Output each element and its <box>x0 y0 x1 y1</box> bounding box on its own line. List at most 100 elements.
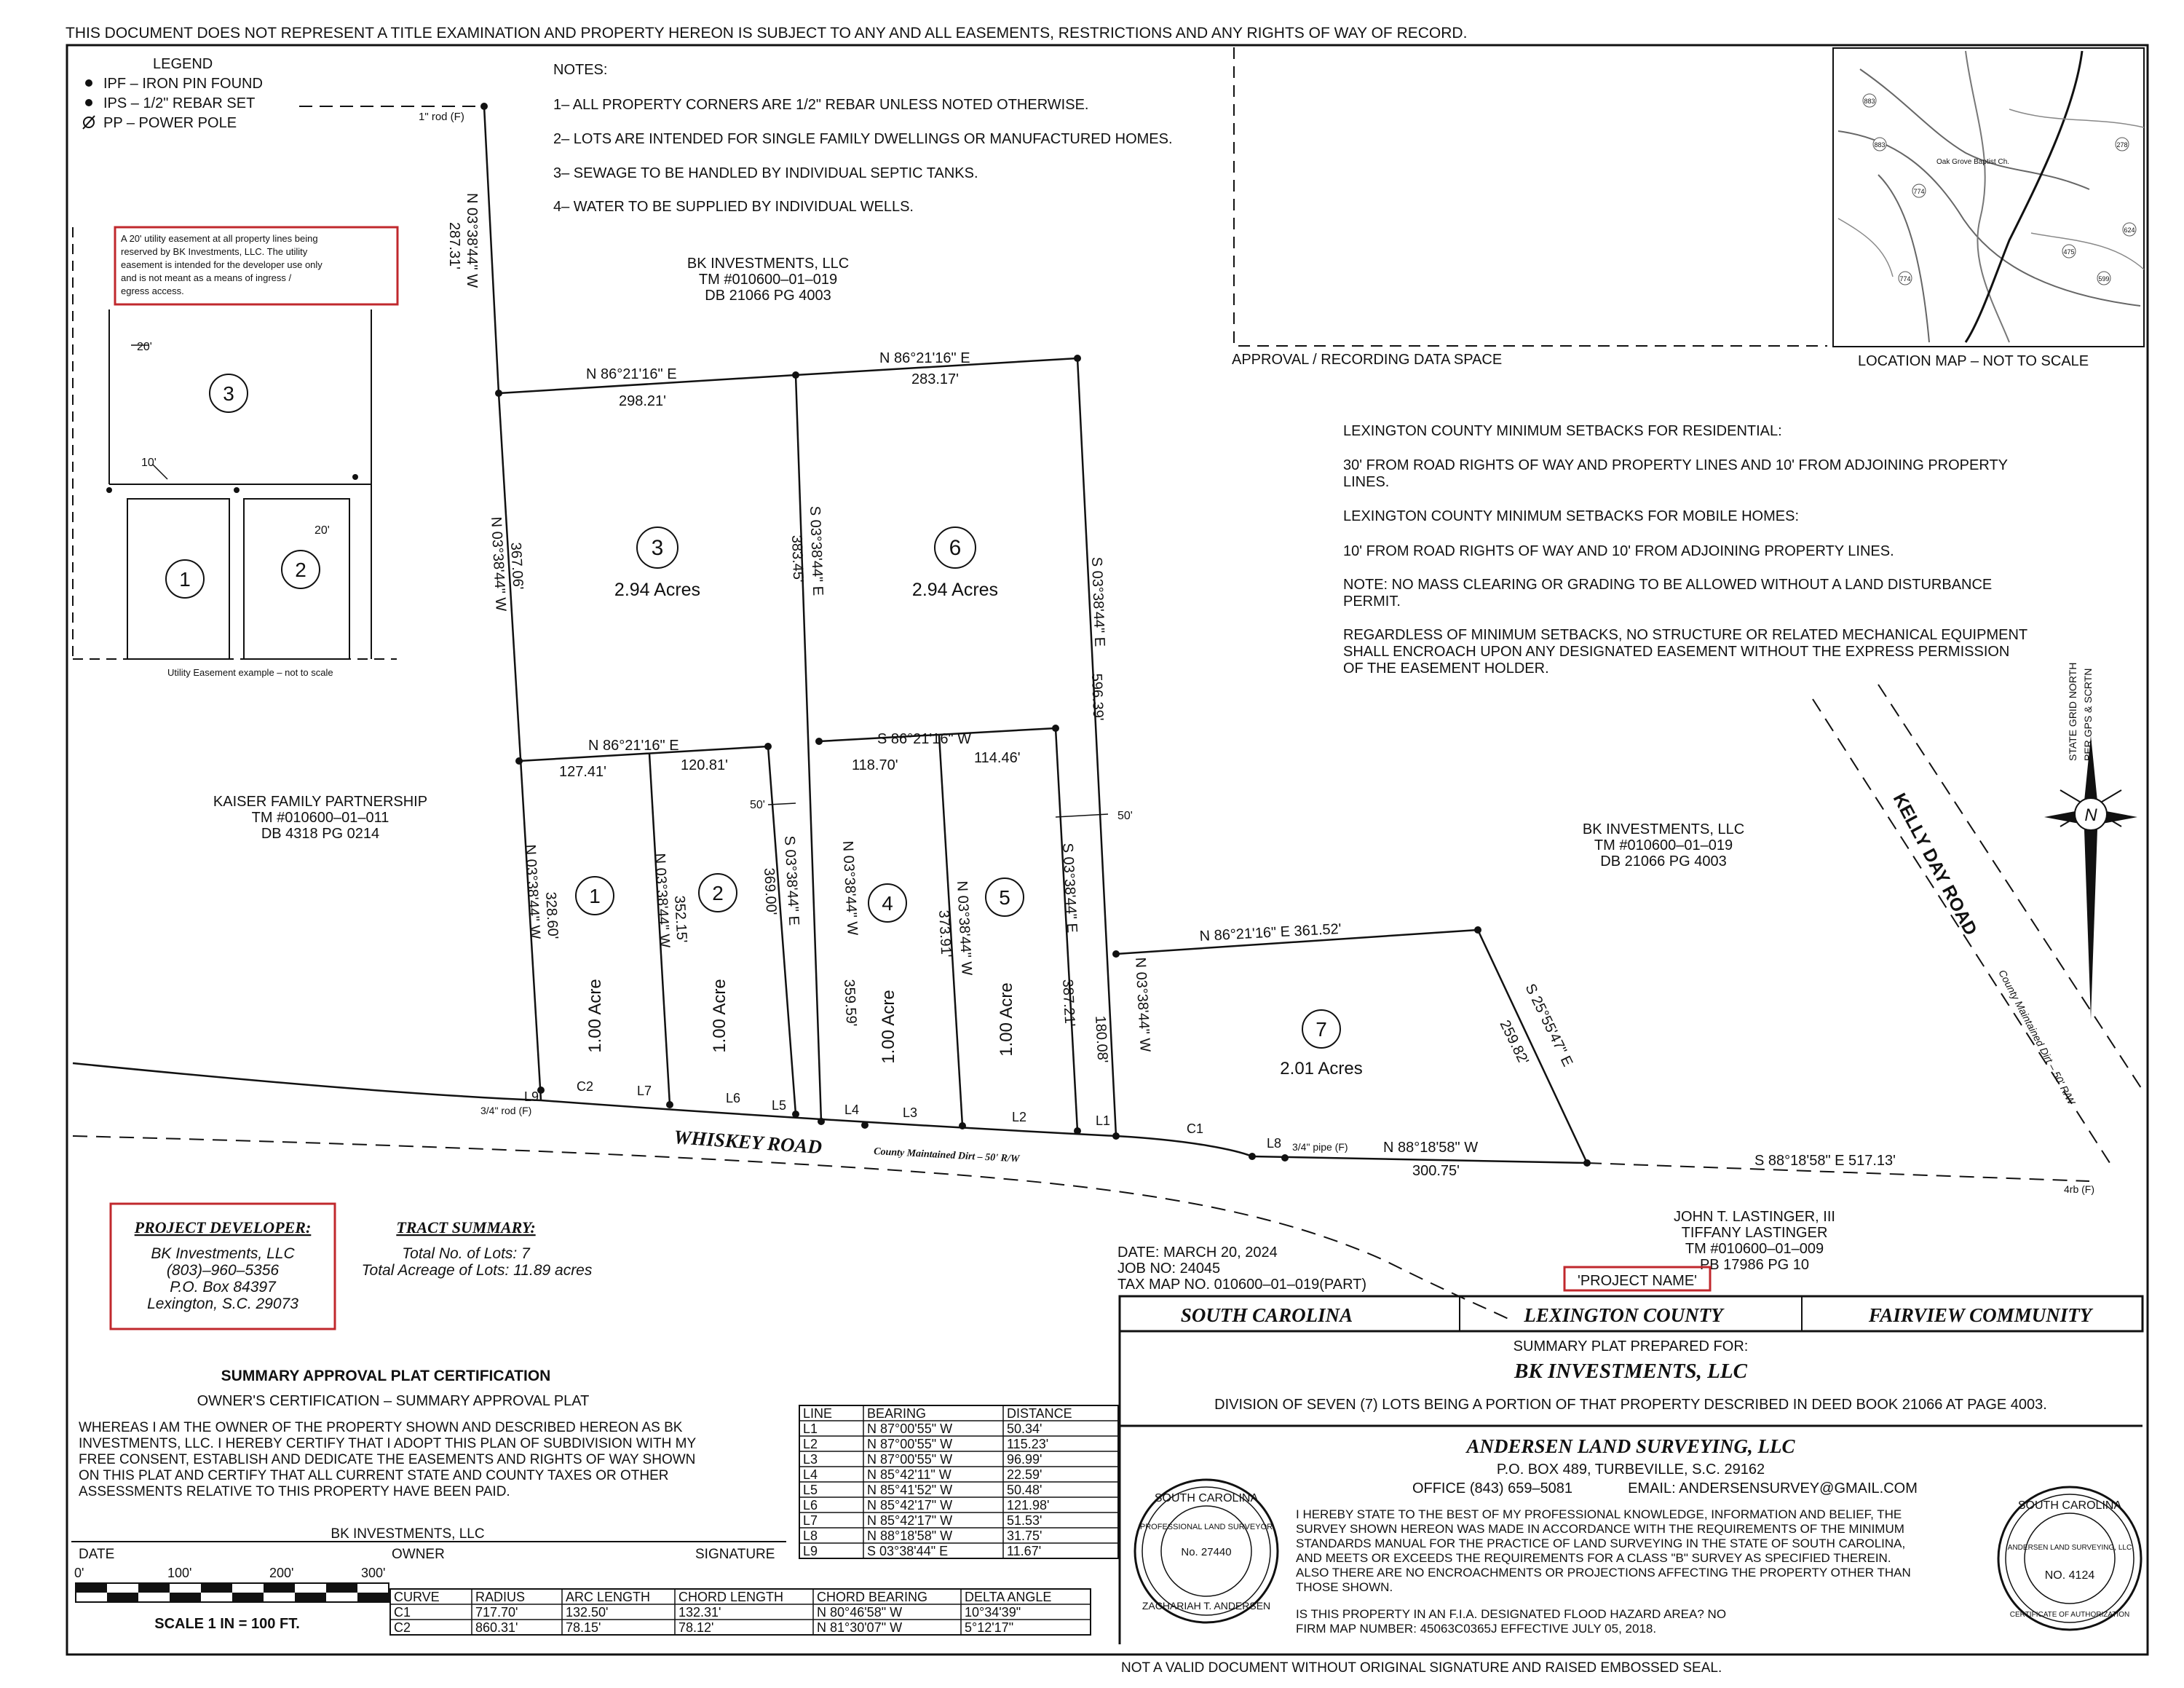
parcel-boundaries <box>299 106 2090 1182</box>
approval-space-label: APPROVAL / RECORDING DATA SPACE <box>1232 352 1502 368</box>
line-table-cell: 50.48' <box>1007 1483 1042 1497</box>
svg-text:PERMIT.: PERMIT. <box>1343 593 1401 610</box>
route-marker: 774 <box>1899 275 1910 283</box>
scale-caption: SCALE 1 IN = 100 FT. <box>154 1616 300 1632</box>
job-info: DATE: MARCH 20, 2024 JOB NO: 24045 TAX M… <box>1117 1245 1366 1293</box>
seal-left-no: No. 27440 <box>1181 1546 1231 1558</box>
parcel-bk-north: BK INVESTMENTS, LLC TM #010600–01–019 DB… <box>687 256 849 304</box>
lot-area: 1.00 Acre <box>879 990 898 1063</box>
curve-table-cell: 132.31' <box>678 1605 721 1620</box>
svg-text:TM #010600–01–009: TM #010600–01–009 <box>1685 1241 1824 1257</box>
line-table-cell: L9 <box>803 1544 818 1558</box>
division-description: DIVISION OF SEVEN (7) LOTS BEING A PORTI… <box>1214 1397 2047 1413</box>
svg-text:S 03°38'44" E: S 03°38'44" E <box>807 505 826 596</box>
svg-text:JOHN T. LASTINGER, III: JOHN T. LASTINGER, III <box>1674 1209 1835 1225</box>
ips-symbol-icon <box>85 99 92 106</box>
location-map: 883 883 774 278 624 475 599 774 Oak Grov… <box>1832 47 2145 347</box>
svg-text:reserved by BK Investments, LL: reserved by BK Investments, LLC. The uti… <box>121 246 308 257</box>
svg-text:N 86°21'16" E: N 86°21'16" E <box>588 738 679 754</box>
seal-right-bottom: CERTIFICATE OF AUTHORIZATION <box>2010 1611 2129 1619</box>
lot-number: 7 <box>1315 1018 1327 1041</box>
lot-number: 4 <box>882 892 893 915</box>
parcel-kaiser: KAISER FAMILY PARTNERSHIP TM #010600–01–… <box>213 794 427 842</box>
route-marker: 883 <box>1874 141 1885 149</box>
line-table-header: BEARING <box>867 1406 926 1421</box>
line-table-cell: N 85°42'17" W <box>867 1513 952 1528</box>
svg-text:L9: L9 <box>524 1089 539 1104</box>
owner-certification: SUMMARY APPROVAL PLAT CERTIFICATION OWNE… <box>71 1368 786 1562</box>
svg-text:369.00': 369.00' <box>761 867 779 915</box>
location-map-church: Oak Grove Baptist Ch. <box>1936 158 2009 166</box>
svg-text:373.91': 373.91' <box>935 910 954 958</box>
svg-text:50': 50' <box>750 799 765 811</box>
lot-area: 2.94 Acres <box>912 580 998 600</box>
svg-text:THOSE SHOWN.: THOSE SHOWN. <box>1296 1580 1393 1594</box>
svg-text:TM #010600–01–011: TM #010600–01–011 <box>252 810 389 826</box>
line-table-cell: L4 <box>803 1467 818 1482</box>
svg-text:KAISER FAMILY PARTNERSHIP: KAISER FAMILY PARTNERSHIP <box>213 794 427 810</box>
svg-text:N 03°38'44" W: N 03°38'44" W <box>464 193 480 288</box>
svg-text:INVESTMENTS, LLC. I HEREBY CER: INVESTMENTS, LLC. I HEREBY CERTIFY THAT … <box>79 1436 696 1451</box>
surveyor-seal-icon: SOUTH CAROLINA PROFESSIONAL LAND SURVEYO… <box>1133 1478 1279 1624</box>
svg-text:DB 21066 PG 4003: DB 21066 PG 4003 <box>1600 853 1726 869</box>
lot-5: 5 1.00 Acre <box>985 877 1024 1057</box>
curve-table-cell: 5°12'17" <box>965 1620 1013 1635</box>
lot-1: 1 1.00 Acre <box>575 876 614 1053</box>
lot-number: 6 <box>949 536 962 560</box>
scale-bar: 0' 100' 200' 300' SCALE 1 IN = 100 FT. <box>74 1566 389 1632</box>
surveyor-address: P.O. BOX 489, TURBEVILLE, S.C. 29162 <box>1497 1462 1765 1478</box>
line-table-cell: N 88°18'58" W <box>867 1529 952 1543</box>
line-table-cell: 22.59' <box>1007 1467 1042 1482</box>
curve-table-cell: 717.70' <box>475 1605 518 1620</box>
svg-text:30' FROM ROAD RIGHTS OF WAY AN: 30' FROM ROAD RIGHTS OF WAY AND PROPERTY… <box>1343 457 2008 473</box>
svg-text:120.81': 120.81' <box>681 757 728 773</box>
line-table-cell: S 03°38'44" E <box>867 1544 948 1558</box>
svg-text:352.15': 352.15' <box>671 895 689 943</box>
svg-text:180.08': 180.08' <box>1092 1015 1110 1063</box>
svg-text:ASSESSMENTS RELATIVE TO THIS P: ASSESSMENTS RELATIVE TO THIS PROPERTY HA… <box>79 1484 510 1499</box>
svg-text:387.21': 387.21' <box>1059 979 1077 1027</box>
kelly-day-road <box>1812 684 2145 1166</box>
svg-text:IS THIS PROPERTY IN AN F.I.A.: IS THIS PROPERTY IN AN F.I.A. DESIGNATED… <box>1296 1607 1726 1621</box>
svg-text:S 03°38'44" E: S 03°38'44" E <box>1088 556 1107 647</box>
svg-text:127.41': 127.41' <box>559 764 606 780</box>
whiskey-road-sublabel: County Maintained Dirt – 50' R/W <box>874 1146 1021 1165</box>
note-1: 1– ALL PROPERTY CORNERS ARE 1/2" REBAR U… <box>553 97 1088 113</box>
svg-text:C2: C2 <box>577 1079 593 1094</box>
curve-table-cell: N 81°30'07" W <box>817 1620 902 1635</box>
line-table-cell: 121.98' <box>1007 1498 1050 1513</box>
lot-number: 3 <box>652 536 664 560</box>
svg-text:P.O. Box 84397: P.O. Box 84397 <box>170 1279 277 1295</box>
svg-text:298.21': 298.21' <box>619 393 666 409</box>
line-table-cell: L6 <box>803 1498 818 1513</box>
curve-table-header: CHORD BEARING <box>817 1590 927 1604</box>
svg-text:N 03°38'44" W: N 03°38'44" W <box>652 853 673 948</box>
line-table-cell: 11.67' <box>1007 1544 1041 1558</box>
svg-text:DATE: MARCH 20, 2024: DATE: MARCH 20, 2024 <box>1117 1245 1278 1261</box>
route-marker: 883 <box>1864 98 1875 105</box>
svg-text:NOTE: NO MASS CLEARING OR GRA: NOTE: NO MASS CLEARING OR GRADING TO BE … <box>1343 577 1992 593</box>
svg-text:PB 17986 PG 10: PB 17986 PG 10 <box>1700 1257 1809 1273</box>
note-2: 2– LOTS ARE INTENDED FOR SINGLE FAMILY D… <box>553 131 1173 147</box>
kelly-day-road-label: KELLY DAY ROAD <box>1889 790 1981 939</box>
surveyor-email: EMAIL: ANDERSENSURVEY@GMAIL.COM <box>1628 1480 1918 1496</box>
route-marker: 774 <box>1913 188 1924 195</box>
surveyor-office: OFFICE (843) 659–5081 <box>1412 1480 1572 1496</box>
note-3: 3– SEWAGE TO BE HANDLED BY INDIVIDUAL SE… <box>553 165 978 181</box>
state-label: SOUTH CAROLINA <box>1181 1304 1353 1326</box>
kelly-day-road-sublabel: County Maintained Dirt – 50' R/W <box>1996 968 2078 1108</box>
surveyor-name: ANDERSEN LAND SURVEYING, LLC <box>1465 1435 1795 1457</box>
svg-text:S 86°21'16" W: S 86°21'16" W <box>877 731 971 747</box>
north-arrow-n: N <box>2084 805 2097 825</box>
svg-text:easement is intended for the d: easement is intended for the developer u… <box>121 259 323 270</box>
curve-table-cell: 78.12' <box>678 1620 713 1635</box>
parcel-lastinger: JOHN T. LASTINGER, III TIFFANY LASTINGER… <box>1674 1209 1835 1273</box>
svg-text:359.59': 359.59' <box>841 979 859 1027</box>
svg-text:S 03°38'44" E: S 03°38'44" E <box>781 835 802 926</box>
line-table-cell: N 87°00'55" W <box>867 1452 952 1467</box>
disclaimer-top: THIS DOCUMENT DOES NOT REPRESENT A TITLE… <box>66 25 1467 42</box>
curve-table-header: DELTA ANGLE <box>965 1590 1051 1604</box>
legend-title: LEGEND <box>153 56 213 72</box>
